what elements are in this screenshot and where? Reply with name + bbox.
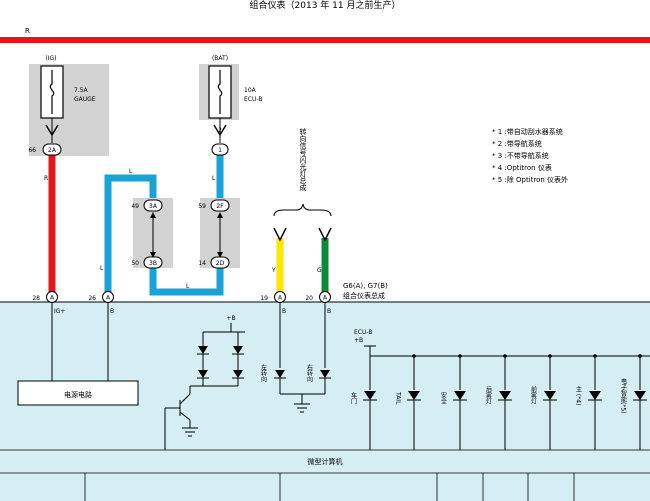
svg-text:2F: 2F bbox=[216, 203, 224, 210]
lamp-label: 后雾灯 bbox=[485, 385, 492, 405]
fuse-ecub-source: (BAT) bbox=[212, 55, 228, 62]
legend: * 1 :带自动刮水器系统 * 2 :带导航系统 * 3 :不带导航系统 * 4… bbox=[492, 127, 568, 184]
legend-item: * 3 :不带导航系统 bbox=[492, 151, 549, 160]
svg-text:A: A bbox=[106, 295, 111, 302]
fuse-gauge-element bbox=[49, 70, 55, 114]
power-circuit-label: 电源电路 bbox=[64, 390, 92, 399]
svg-text:B: B bbox=[327, 308, 331, 315]
svg-text:IG+: IG+ bbox=[54, 308, 65, 315]
svg-text:20: 20 bbox=[305, 295, 313, 302]
connector-3A: 3A 49 bbox=[131, 199, 163, 212]
power-circuit-box bbox=[17, 380, 139, 406]
led-icon bbox=[197, 346, 244, 379]
lamp-label: 安全 bbox=[440, 391, 447, 404]
svg-text:+B: +B bbox=[226, 315, 235, 322]
connector-2F: 2F 59 bbox=[198, 199, 230, 212]
right-turn-label: 右转向 bbox=[306, 363, 313, 382]
turn-led-icon bbox=[274, 370, 331, 379]
svg-text:66: 66 bbox=[28, 147, 36, 154]
fuse-gauge-name: GAUGE bbox=[74, 96, 96, 103]
svg-text:B: B bbox=[110, 308, 114, 315]
microcomputer-label: 微型计算机 bbox=[308, 457, 343, 466]
svg-text:3B: 3B bbox=[149, 260, 157, 267]
svg-text:B: B bbox=[282, 308, 286, 315]
turn-signal-brace bbox=[273, 203, 332, 217]
blue-wire-label-top: L bbox=[129, 168, 133, 175]
lamp-led-icon bbox=[363, 391, 647, 401]
ecu-b-plus-b: +B bbox=[354, 337, 363, 344]
chevron-connector-icon bbox=[273, 227, 287, 242]
connector-3B: 3B 50 bbox=[131, 256, 163, 269]
red-wire-label: R bbox=[44, 175, 48, 182]
svg-text:26: 26 bbox=[88, 295, 96, 302]
svg-text:A: A bbox=[323, 295, 328, 302]
svg-text:A: A bbox=[50, 295, 55, 302]
svg-text:50: 50 bbox=[131, 260, 139, 267]
legend-item: * 5 :除 Optitron 仪表外 bbox=[492, 175, 568, 184]
led-matrix: +B bbox=[164, 315, 245, 450]
meter-connector-codes: G6(A), G7(B) bbox=[343, 282, 388, 290]
svg-text:2A: 2A bbox=[48, 147, 57, 154]
fuse-ecub-element bbox=[217, 70, 223, 114]
blue-wire-left bbox=[104, 174, 157, 292]
connector-2A: 2A 66 bbox=[28, 143, 62, 156]
meter-pin-26: A 26 B bbox=[88, 291, 114, 315]
turn-indicators bbox=[279, 303, 326, 413]
svg-text:2D: 2D bbox=[216, 260, 225, 267]
lamp-labels: 车门 TAIL 安全 后雾灯 前雾灯 主 (*4) 电子智能(*5) bbox=[350, 377, 627, 413]
svg-text:2: 2 bbox=[218, 127, 222, 134]
left-turn-label: 左转向 bbox=[260, 363, 267, 382]
meter-bottom-dividers bbox=[84, 473, 575, 501]
svg-text:3A: 3A bbox=[149, 203, 158, 210]
fuse-gauge-source: (IG) bbox=[45, 55, 56, 62]
svg-text:A: A bbox=[278, 295, 283, 302]
diagram-title: 组合仪表（2013 年 11 月之前生产） bbox=[250, 0, 401, 11]
top-bus-label: R bbox=[25, 27, 30, 35]
lamp-label: TAIL bbox=[395, 391, 402, 405]
lamp-label: 主 (*4) bbox=[575, 385, 582, 405]
turn-signal-flasher-label: 转向信号闪光灯总成 bbox=[299, 127, 307, 192]
lamp-label: 电子智能(*5) bbox=[620, 377, 627, 413]
blue-wire-label-right: L bbox=[212, 175, 216, 182]
ecu-b-label: ECU-B bbox=[354, 329, 372, 336]
legend-item: * 2 :带导航系统 bbox=[492, 139, 542, 148]
fuse-gauge-rating: 7.5A bbox=[74, 87, 89, 94]
lamp-label: 前雾灯 bbox=[530, 385, 537, 405]
connector-2D: 2D 14 bbox=[198, 256, 230, 269]
svg-text:19: 19 bbox=[260, 295, 268, 302]
green-wire-label: G bbox=[317, 267, 322, 274]
lamp-label: 车门 bbox=[350, 391, 357, 405]
blue-wire-label-bottom: L bbox=[186, 283, 190, 290]
meter-pin-28: A 28 IG+ bbox=[32, 291, 65, 315]
svg-text:1: 1 bbox=[218, 147, 222, 154]
lamp-junction-dots bbox=[412, 354, 642, 358]
meter-pin-20: A 20 B bbox=[305, 291, 331, 315]
connector-1: 1 2 bbox=[211, 127, 229, 156]
svg-text:49: 49 bbox=[131, 203, 139, 210]
legend-item: * 4 :Optitron 仪表 bbox=[492, 163, 552, 172]
meter-name: 组合仪表总成 bbox=[343, 291, 385, 300]
meter-pin-19: A 19 B bbox=[260, 291, 286, 315]
legend-item: * 1 :带自动刮水器系统 bbox=[492, 127, 563, 136]
lamp-bus bbox=[364, 345, 650, 450]
svg-text:59: 59 bbox=[198, 203, 206, 210]
chevron-connector-icon bbox=[318, 227, 332, 242]
yellow-wire-label: Y bbox=[271, 267, 276, 274]
fuse-ecub-name: ECU-B bbox=[244, 96, 262, 103]
fuse-ecub-rating: 10A bbox=[244, 87, 257, 94]
blue-wire-label-left: L bbox=[100, 265, 104, 272]
svg-text:28: 28 bbox=[32, 295, 40, 302]
svg-text:14: 14 bbox=[198, 260, 206, 267]
